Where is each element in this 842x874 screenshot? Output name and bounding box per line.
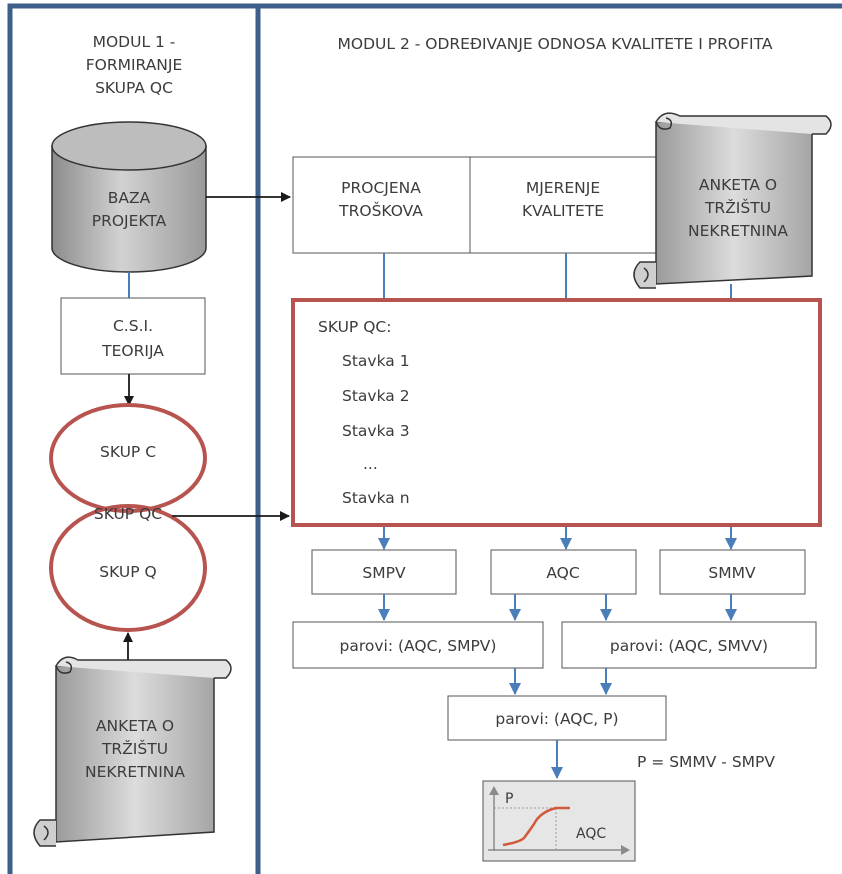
cost-estimation-label: TROŠKOVA (338, 201, 423, 220)
pairs-right-box: parovi: (AQC, SMVV) (561, 621, 817, 669)
database-label: BAZA (108, 189, 151, 207)
database-cylinder: BAZA PROJEKTA (51, 121, 207, 273)
csi-theory-label: C.S.I. (113, 317, 153, 335)
pairs-left-box: parovi: (AQC, SMPV) (292, 621, 544, 669)
qc-set-item: Stavka 2 (342, 387, 410, 405)
graph-x-label: AQC (576, 826, 606, 842)
csi-theory-label: TEORIJA (101, 342, 164, 360)
set-c-label: SKUP C (100, 443, 156, 461)
set-q-label: SKUP Q (99, 563, 156, 581)
graph-x-arrowhead (621, 845, 630, 855)
quality-measurement-label: MJERENJE (526, 179, 600, 197)
module-2-frame (255, 3, 842, 874)
pairs-right-label: parovi: (AQC, SMVV) (610, 637, 768, 655)
cost-estimation-box: PROCJENA TROŠKOVA (292, 156, 471, 254)
aqc-label: AQC (546, 564, 579, 582)
module-1-title-line: SKUPA QC (95, 79, 173, 97)
aqc-box: AQC (490, 549, 637, 595)
module-1-title-line: FORMIRANJE (86, 56, 183, 74)
profit-quality-graph: P AQC (482, 780, 636, 862)
qc-set-title: SKUP QC: (318, 318, 391, 336)
graph-y-arrowhead (489, 786, 499, 795)
survey-label: TRŽIŠTU (101, 739, 168, 758)
survey-label: TRŽIŠTU (704, 198, 771, 217)
smpv-box: SMPV (311, 549, 457, 595)
database-label: PROJEKTA (92, 212, 167, 230)
module-1-title: MODUL 1 - FORMIRANJE SKUPA QC (86, 33, 183, 97)
qc-set-item: ... (363, 455, 378, 473)
profit-formula: P = SMMV - SMPV (637, 753, 775, 771)
module-2-title: MODUL 2 - ODREĐIVANJE ODNOSA KVALITETE I… (338, 35, 773, 53)
pairs-final-box: parovi: (AQC, P) (447, 695, 667, 741)
set-q-ellipse (49, 504, 207, 632)
survey-label: NEKRETNINA (688, 222, 788, 240)
csi-theory-box: C.S.I. TEORIJA (60, 297, 206, 375)
qc-set-item: Stavka n (342, 489, 410, 507)
survey-label: ANKETA O (699, 176, 777, 194)
pairs-left-label: parovi: (AQC, SMPV) (340, 637, 497, 655)
survey-label: NEKRETNINA (85, 763, 185, 781)
survey-label: ANKETA O (96, 717, 174, 735)
survey-scroll-module-2: ANKETA O TRŽIŠTU NEKRETNINA (633, 112, 832, 289)
set-qc-label: SKUP QC (94, 505, 162, 523)
pairs-final-label: parovi: (AQC, P) (495, 710, 618, 728)
qc-set-item: Stavka 1 (342, 352, 410, 370)
smmv-box: SMMV (659, 549, 806, 595)
graph-y-label: P (505, 791, 513, 807)
cost-estimation-label: PROCJENA (341, 179, 421, 197)
smmv-label: SMMV (708, 564, 756, 582)
qc-set-item: Stavka 3 (342, 422, 410, 440)
quality-measurement-label: KVALITETE (522, 202, 604, 220)
survey-scroll-module-1: ANKETA O TRŽIŠTU NEKRETNINA (33, 656, 232, 847)
set-c-ellipse (49, 403, 207, 513)
smpv-label: SMPV (362, 564, 406, 582)
module-1-title-line: MODUL 1 - (93, 33, 176, 51)
graph-curve (502, 806, 570, 847)
qc-set-box: SKUP QC: Stavka 1 Stavka 2 Stavka 3 ... … (291, 298, 822, 527)
quality-measurement-box: MJERENJE KVALITETE (469, 156, 661, 254)
